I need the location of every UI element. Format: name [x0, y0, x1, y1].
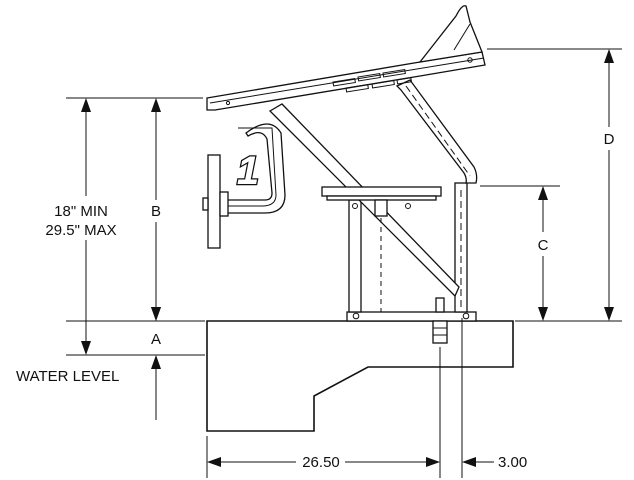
height-min-label: 18" MIN — [54, 203, 108, 220]
dimension-setback-label: 26.50 — [302, 454, 340, 471]
dimension-c-label: C — [538, 237, 549, 254]
platform-top — [206, 5, 486, 111]
lane-number: 1 — [237, 149, 259, 193]
lane-number-badge: 1 — [236, 148, 261, 195]
backstroke-handle — [202, 123, 286, 249]
dimension-setback — [207, 457, 440, 467]
concrete-deck — [206, 311, 514, 432]
dimension-a — [151, 300, 161, 420]
height-max-label: 29.5" MAX — [45, 222, 116, 239]
water-level-label: WATER LEVEL — [16, 368, 119, 385]
side-step — [321, 186, 442, 217]
dimension-d-label: D — [604, 131, 615, 148]
extension-lines — [66, 48, 622, 478]
platform-slots — [225, 57, 473, 106]
dimension-a-label: A — [151, 331, 161, 348]
dimension-b-label: B — [151, 203, 161, 220]
anchor-bolt — [432, 297, 448, 344]
dimension-anchor-offset — [462, 457, 494, 467]
dimension-d — [604, 49, 614, 321]
dimension-anchor-offset-label: 3.00 — [498, 454, 527, 471]
dimension-overall-height — [81, 98, 91, 355]
dimension-c — [538, 186, 548, 321]
